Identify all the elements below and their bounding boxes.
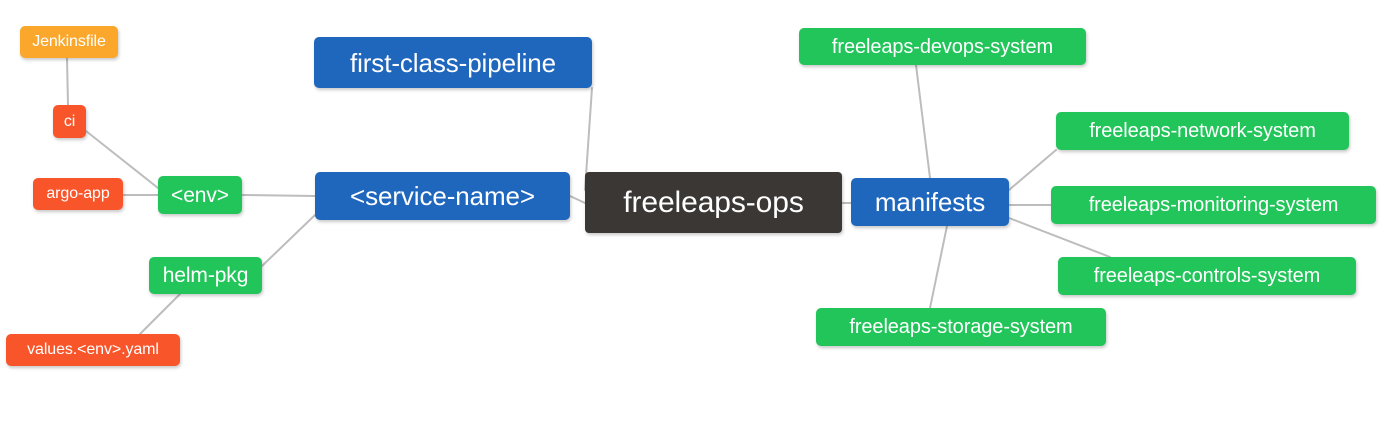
- mindmap-node-env[interactable]: <env>: [158, 176, 242, 214]
- node-label: helm-pkg: [162, 264, 249, 287]
- node-label: manifests: [874, 187, 986, 217]
- mindmap-node-freeleaps-monitoring-system[interactable]: freeleaps-monitoring-system: [1051, 186, 1376, 224]
- mindmap-node-argo-app[interactable]: argo-app: [33, 178, 123, 210]
- edge-freeleaps-ops-to-service-name: [569, 195, 586, 204]
- node-label: first-class-pipeline: [349, 47, 557, 78]
- node-label: freeleaps-controls-system: [1093, 265, 1321, 287]
- edge-helm-pkg-to-values-env-yaml: [139, 293, 181, 335]
- node-label: Jenkinsfile: [32, 33, 106, 50]
- mindmap-node-freeleaps-storage-system[interactable]: freeleaps-storage-system: [816, 308, 1106, 346]
- mindmap-node-freeleaps-devops-system[interactable]: freeleaps-devops-system: [799, 28, 1086, 65]
- mindmap-node-service-name[interactable]: <service-name>: [315, 172, 570, 220]
- node-label: argo-app: [46, 185, 110, 202]
- mindmap-node-manifests[interactable]: manifests: [851, 178, 1009, 226]
- node-label: values.<env>.yaml: [27, 341, 159, 358]
- mindmap-node-first-class-pipeline[interactable]: first-class-pipeline: [314, 37, 592, 88]
- mindmap-node-freeleaps-network-system[interactable]: freeleaps-network-system: [1056, 112, 1349, 150]
- node-label: freeleaps-storage-system: [849, 316, 1073, 338]
- mindmap-node-freeleaps-ops[interactable]: freeleaps-ops: [585, 172, 842, 233]
- node-label: <env>: [171, 183, 229, 207]
- mindmap-node-freeleaps-controls-system[interactable]: freeleaps-controls-system: [1058, 257, 1356, 295]
- edge-manifests-to-freeleaps-devops-system: [915, 64, 931, 179]
- node-label: freeleaps-monitoring-system: [1088, 194, 1339, 216]
- edge-service-name-to-env: [241, 194, 316, 197]
- node-label: freeleaps-network-system: [1089, 120, 1316, 142]
- edge-ci-to-jenkinsfile: [66, 57, 69, 106]
- mindmap-node-helm-pkg[interactable]: helm-pkg: [149, 257, 262, 294]
- edge-manifests-to-freeleaps-network-system: [1008, 149, 1057, 191]
- mindmap-node-ci[interactable]: ci: [53, 105, 86, 138]
- mindmap-node-jenkinsfile[interactable]: Jenkinsfile: [20, 26, 118, 58]
- node-label: <service-name>: [349, 181, 536, 211]
- node-label: ci: [63, 112, 76, 130]
- edge-service-name-to-helm-pkg: [261, 214, 316, 267]
- edge-manifests-to-freeleaps-storage-system: [929, 225, 948, 309]
- node-label: freeleaps-ops: [623, 185, 804, 219]
- node-label: freeleaps-devops-system: [831, 35, 1054, 58]
- mindmap-node-values-env-yaml[interactable]: values.<env>.yaml: [6, 334, 180, 366]
